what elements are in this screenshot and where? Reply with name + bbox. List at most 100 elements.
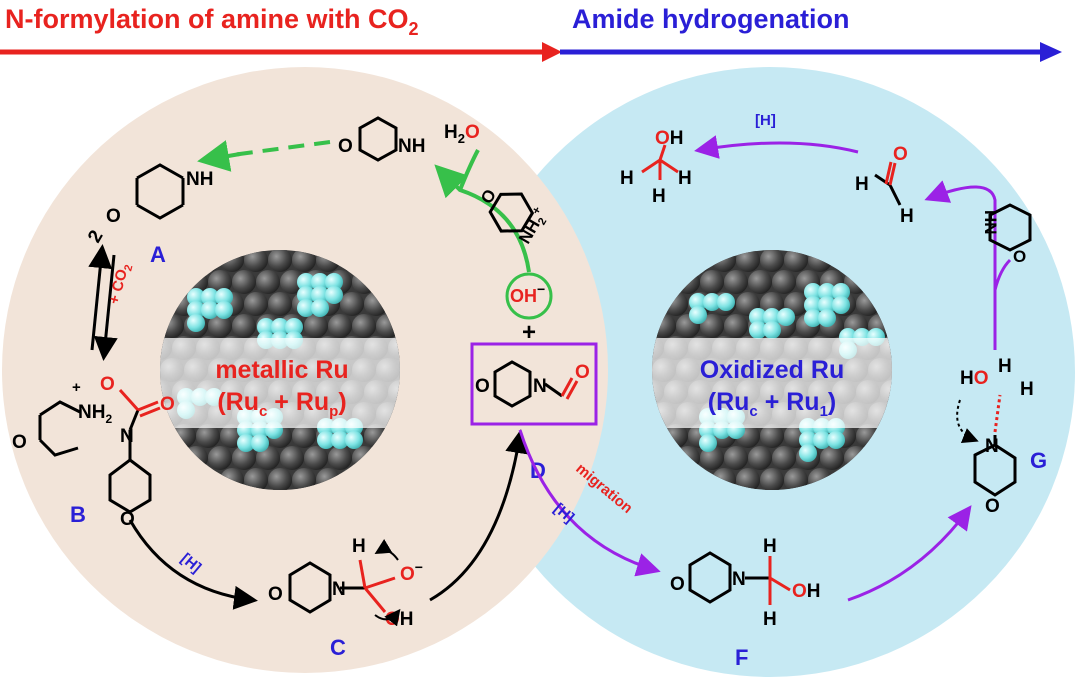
formaldehyde-h2: H	[900, 206, 914, 227]
ru-atom	[328, 446, 352, 470]
molecule-b-o-carbonyl: O	[160, 394, 175, 415]
green-arrow-water-branch	[458, 149, 480, 191]
ru-cluster-atom	[799, 431, 817, 449]
water-label: H2O	[444, 122, 480, 146]
morpholine-regen-o: O	[338, 136, 353, 157]
ru-cluster-atom	[311, 299, 329, 317]
label-c: C	[330, 635, 346, 660]
molecule-formaldehyde	[874, 161, 902, 206]
ru-atom	[700, 270, 724, 294]
molecule-a-nh: NH	[186, 169, 213, 190]
ru-atom	[700, 314, 724, 338]
left-header-arrowhead	[542, 42, 562, 62]
arrow-f-to-g	[847, 505, 972, 602]
ru-atom	[760, 292, 784, 316]
ru-cluster-atom	[311, 273, 329, 291]
ru-atom	[724, 446, 748, 470]
ru-atom	[280, 446, 304, 470]
molecule-d-o-carbonyl: O	[575, 362, 590, 383]
ru-cluster-atom	[285, 318, 303, 336]
ru-cluster-atom	[689, 306, 707, 324]
methanol-oh: OH	[655, 128, 684, 149]
ru-cluster-atom	[257, 318, 275, 336]
formaldehyde-h1: H	[855, 174, 869, 195]
molecule-f-n: N	[732, 569, 746, 590]
ru-cluster-atom	[804, 309, 822, 327]
molecule-f-h1: H	[763, 536, 777, 557]
molecule-b-plus-charge: +	[72, 379, 81, 396]
arrow-d-to-f	[518, 429, 661, 577]
molecule-g-o: O	[985, 496, 1000, 517]
molecule-b-carbamate	[108, 388, 161, 514]
arrow-b-to-c	[128, 519, 258, 610]
ru-atom	[760, 424, 784, 448]
molecule-b-ammonium	[38, 400, 81, 457]
ru-cluster-atom	[832, 296, 850, 314]
ru-cluster-atom	[813, 431, 831, 449]
molecule-g-electron-arrow	[956, 399, 979, 443]
molecule-g-ho: HO	[960, 368, 989, 389]
ru-atom	[292, 468, 316, 490]
ru-cluster-atom	[215, 301, 233, 319]
ru-cluster-atom	[297, 286, 315, 304]
ru-cluster-atom	[703, 293, 721, 311]
molecule-g	[973, 435, 1017, 497]
molecule-morpholine-regenerated	[358, 116, 398, 162]
ru-atom	[760, 468, 784, 490]
molecule-d	[493, 360, 579, 408]
left-header-title: N-formylation of amine with CO2	[5, 4, 419, 39]
molecule-f-oh: OH	[792, 581, 821, 602]
ru-cluster-atom	[818, 309, 836, 327]
ru-cluster-atom	[331, 431, 349, 449]
ru-atom	[772, 446, 796, 470]
molecule-b-o1: O	[12, 432, 27, 453]
ru-cluster-atom	[187, 314, 205, 332]
ru-atom	[292, 250, 316, 272]
ru-cluster-atom	[325, 286, 343, 304]
equilibrium-arrow-up	[88, 244, 113, 351]
ru-cluster-atom	[699, 434, 717, 452]
molecule-a-o: O	[106, 206, 121, 227]
ru-atom	[352, 314, 376, 338]
electron-push-arrow-1	[374, 538, 399, 561]
molecule-g-h1: H	[998, 356, 1012, 377]
ru-atom	[304, 314, 328, 338]
arrow-g-morpholine-branch	[993, 258, 1012, 291]
label-b: B	[70, 502, 86, 527]
hydride-label-3: [H]	[755, 112, 776, 129]
ru-cluster-atom	[818, 283, 836, 301]
hydroxide-circle	[505, 272, 553, 320]
ru-cluster-atom	[717, 293, 735, 311]
ru-atom	[208, 314, 232, 338]
ru-atom	[244, 292, 268, 316]
plus-sign: +	[522, 319, 536, 346]
ru-atom	[244, 468, 268, 490]
ru-cluster-atom	[201, 288, 219, 306]
molecule-a-morpholine	[135, 163, 185, 220]
ru-atom	[736, 468, 760, 490]
molecule-b-n: N	[120, 426, 134, 447]
ru-atom	[280, 270, 304, 294]
morpholine-released-hn: HN	[981, 210, 1000, 235]
ru-cluster-atom	[827, 431, 845, 449]
ru-atom	[232, 446, 256, 470]
ru-atom	[724, 314, 748, 338]
ru-atom	[196, 424, 220, 448]
ru-cluster-atom	[749, 308, 767, 326]
ru-cluster-atom	[777, 308, 795, 326]
label-g: G	[1030, 448, 1047, 473]
ru-atom	[292, 424, 316, 448]
ru-cluster-atom	[749, 321, 767, 339]
molecule-g-h2: H	[1020, 379, 1034, 400]
ru-cluster-atom	[804, 283, 822, 301]
ru-atom	[304, 446, 328, 470]
molecule-f-h2: H	[763, 609, 777, 630]
molecule-morpholinium	[488, 192, 535, 233]
ru-cluster-atom	[325, 273, 343, 291]
ru-atom	[244, 250, 268, 272]
ru-atom	[784, 468, 808, 490]
ru-atom	[268, 250, 292, 272]
ru-atom	[736, 250, 760, 272]
ru-atom	[268, 292, 292, 316]
ru-atom	[208, 446, 232, 470]
